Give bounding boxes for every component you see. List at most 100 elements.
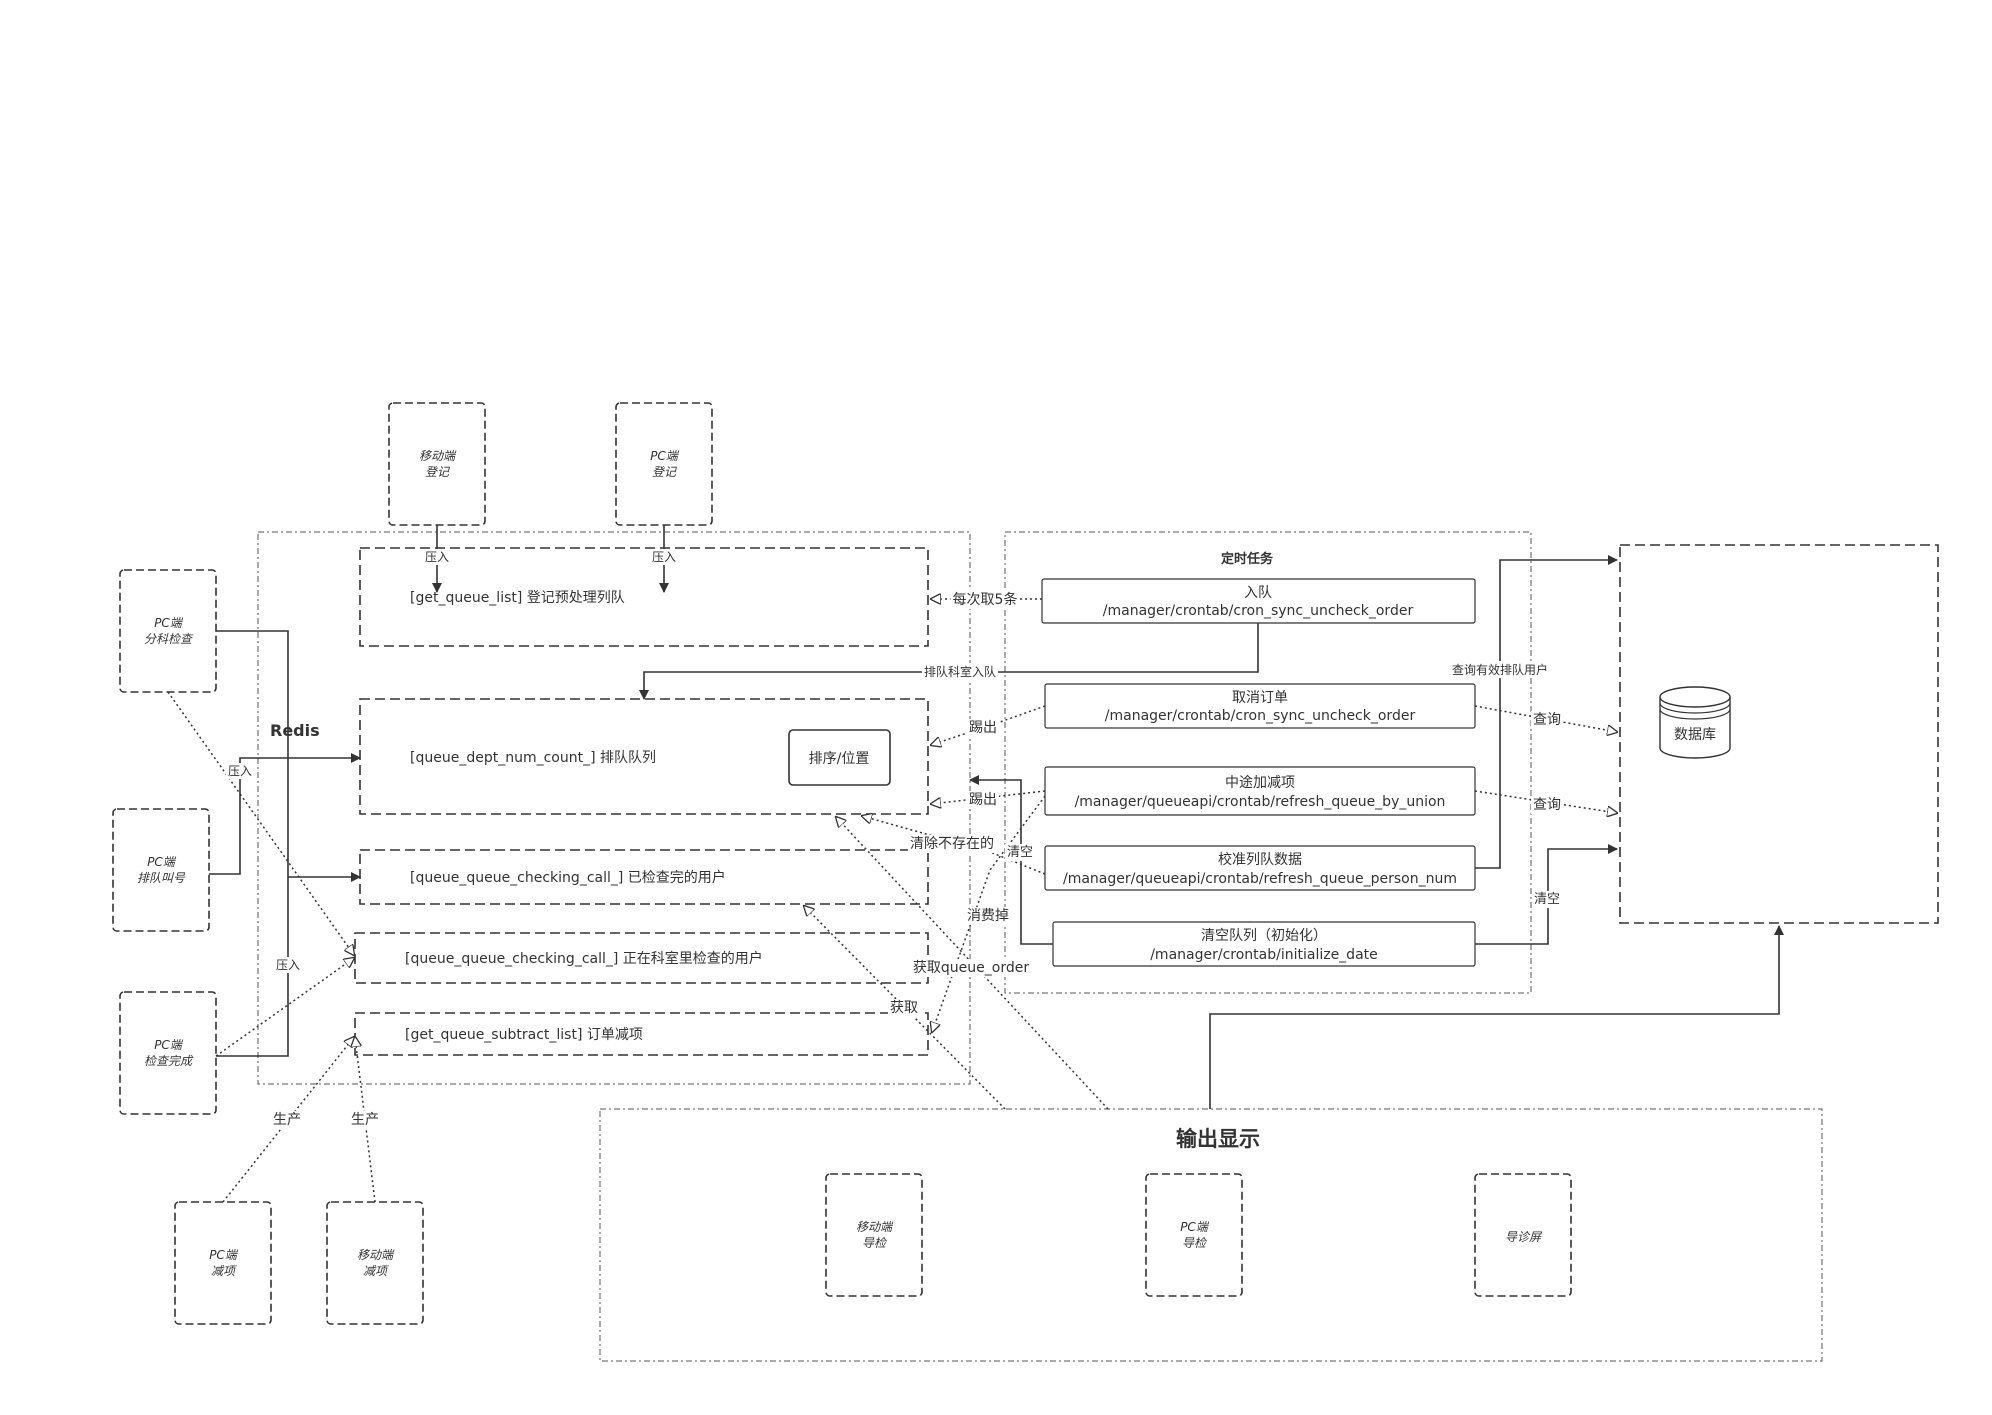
- output-guide-screen[interactable]: 导诊屏: [1474, 1173, 1572, 1297]
- output-pc-guide[interactable]: PC端 导检: [1145, 1173, 1243, 1297]
- edge-labels: 压入 压入 压入 压入 每次取5条 排队科室入队 查询有效排队用户 踢出 踢出 …: [225, 549, 1563, 1129]
- database-icon: 数据库: [1659, 686, 1731, 759]
- queue-get-queue-subtract-list[interactable]: [get_queue_subtract_list] 订单减项: [354, 1012, 929, 1056]
- edge-label-clear-nonexist: 清除不存在的: [910, 836, 994, 852]
- edge-label-query: 查询: [1533, 712, 1561, 728]
- edge-label-produce: 生产: [273, 1112, 301, 1128]
- edge-label-consume: 消费掉: [967, 908, 1009, 924]
- cron-task-path: /manager/queueapi/crontab/refresh_queue_…: [1063, 871, 1457, 887]
- redis-group: [257, 531, 971, 1085]
- edge-label-push: 压入: [276, 958, 300, 972]
- edge-label-kick: 踢出: [969, 720, 997, 736]
- cron-task-path: /manager/crontab/cron_sync_uncheck_order: [1103, 603, 1414, 619]
- edge-label-backing: [965, 907, 1011, 925]
- edge-label-backing: [967, 719, 999, 737]
- client-pc-subtract[interactable]: PC端 减项: [174, 1201, 272, 1325]
- output-group: [599, 1108, 1823, 1362]
- client-mobile-register[interactable]: 移动端 登记: [388, 402, 486, 526]
- queue-label: [queue_queue_checking_call_] 正在科室里检查的用户: [405, 950, 763, 967]
- edge-label-every-5: 每次取5条: [953, 591, 1018, 608]
- edge-label-kick: 踢出: [969, 792, 997, 808]
- cron-task-path: /manager/crontab/initialize_date: [1150, 947, 1378, 963]
- client-pc-check-done[interactable]: PC端 检查完成: [119, 991, 217, 1115]
- edge-label-backing: [422, 549, 452, 565]
- edge-label-backing: [1531, 796, 1563, 814]
- client-pc-dept-check[interactable]: PC端 分科检查: [119, 569, 217, 693]
- output-label-line2: 导检: [862, 1236, 888, 1250]
- edge-label-backing: [950, 590, 1020, 609]
- edge-label-clear: 清空: [1534, 892, 1560, 907]
- cron-group: [1004, 531, 1532, 994]
- client-label-line1: PC端: [147, 855, 177, 869]
- cron-task-refresh-union[interactable]: 中途加减项 /manager/queueapi/crontab/refresh_…: [1044, 766, 1476, 816]
- cron-task-name: 入队: [1244, 585, 1272, 601]
- edge-label-backing: [225, 763, 255, 779]
- client-label-line2: 减项: [211, 1264, 237, 1278]
- client-pc-register[interactable]: PC端 登记: [615, 402, 713, 526]
- edge-label-dept-enqueue: 排队科室入队: [924, 664, 996, 679]
- client-label-line2: 登记: [425, 465, 450, 479]
- edge-label-query-valid-users: 查询有效排队用户: [1452, 662, 1548, 677]
- edge-label-push: 压入: [228, 764, 252, 778]
- client-label-line2: 分科检查: [144, 632, 194, 646]
- output-label-line1: PC端: [1180, 1220, 1210, 1234]
- cron-task-name: 中途加减项: [1225, 774, 1295, 791]
- edge-label-backing: [649, 549, 679, 565]
- edge-label-backing: [1531, 891, 1563, 908]
- edge-label-backing: [271, 1111, 303, 1129]
- client-label-line1: 移动端: [419, 449, 457, 463]
- client-label-line1: PC端: [154, 1038, 184, 1052]
- edge-label-backing: [349, 1111, 381, 1129]
- output-mobile-guide[interactable]: 移动端 导检: [825, 1173, 923, 1297]
- client-label-line2: 减项: [363, 1264, 389, 1278]
- queue-label: [queue_queue_checking_call_] 已检查完的用户: [410, 869, 726, 886]
- queue-checking-done[interactable]: [queue_queue_checking_call_] 已检查完的用户: [359, 849, 929, 905]
- redis-title: Redis: [270, 721, 320, 740]
- client-label-line2: 排队叫号: [137, 871, 186, 885]
- client-label-line1: PC端: [209, 1248, 239, 1262]
- database-label: 数据库: [1674, 727, 1716, 743]
- edge-label-backing: [1531, 711, 1563, 729]
- edge-label-get-queue-order: 获取queue_order: [913, 960, 1029, 976]
- edge-label-clear: 清空: [1007, 845, 1033, 860]
- edge-label-backing: [910, 959, 1032, 977]
- cron-task-refresh-person-num[interactable]: 校准列队数据 /manager/queueapi/crontab/refresh…: [1044, 845, 1476, 891]
- output-label-line2: 导检: [1182, 1236, 1208, 1250]
- queue-label: [get_queue_subtract_list] 订单减项: [405, 1027, 643, 1043]
- cron-task-name: 校准列队数据: [1218, 851, 1302, 868]
- client-label-line1: 移动端: [357, 1248, 395, 1262]
- database-box[interactable]: [1619, 544, 1939, 924]
- client-label-line1: PC端: [650, 449, 680, 463]
- client-mobile-subtract[interactable]: 移动端 减项: [326, 1201, 424, 1325]
- edge-label-backing: [921, 663, 999, 680]
- client-pc-queue-call[interactable]: PC端 排队叫号: [112, 808, 210, 932]
- edge-label-push: 压入: [425, 550, 449, 564]
- sort-position-box[interactable]: 排序/位置: [788, 729, 891, 786]
- cron-task-name: 清空队列（初始化）: [1201, 927, 1327, 944]
- cron-task-name: 取消订单: [1232, 690, 1288, 706]
- edge-label-backing: [1004, 844, 1036, 861]
- client-label-line2: 检查完成: [144, 1054, 194, 1068]
- cron-task-initialize[interactable]: 清空队列（初始化） /manager/crontab/initialize_da…: [1052, 921, 1476, 967]
- cron-task-enqueue[interactable]: 入队 /manager/crontab/cron_sync_uncheck_or…: [1041, 578, 1476, 624]
- edge-label-backing: [888, 999, 920, 1017]
- cron-task-cancel-order[interactable]: 取消订单 /manager/crontab/cron_sync_uncheck_…: [1044, 683, 1476, 729]
- edge-label-push: 压入: [652, 550, 676, 564]
- cron-task-path: /manager/queueapi/crontab/refresh_queue_…: [1075, 794, 1446, 810]
- edge-label-get: 获取: [890, 1000, 918, 1016]
- output-label-line1: 移动端: [856, 1220, 894, 1234]
- queue-label: [get_queue_list] 登记预处理列队: [410, 590, 625, 606]
- edge-label-produce: 生产: [351, 1112, 379, 1128]
- queue-checking-in-room[interactable]: [queue_queue_checking_call_] 正在科室里检查的用户: [354, 932, 929, 984]
- queue-label: [queue_dept_num_count_] 排队队列: [410, 750, 656, 766]
- client-label-line1: PC端: [154, 616, 184, 630]
- edge-label-backing: [967, 791, 999, 809]
- client-label-line2: 登记: [652, 465, 677, 479]
- edge-label-backing: [908, 835, 996, 853]
- queue-get-queue-list[interactable]: [get_queue_list] 登记预处理列队: [359, 547, 929, 647]
- edge-label-query: 查询: [1533, 797, 1561, 813]
- output-title: 输出显示: [1176, 1127, 1260, 1151]
- cron-task-path: /manager/crontab/cron_sync_uncheck_order: [1105, 708, 1416, 724]
- output-label-line1: 导诊屏: [1505, 1230, 1543, 1244]
- cron-title: 定时任务: [1220, 551, 1274, 567]
